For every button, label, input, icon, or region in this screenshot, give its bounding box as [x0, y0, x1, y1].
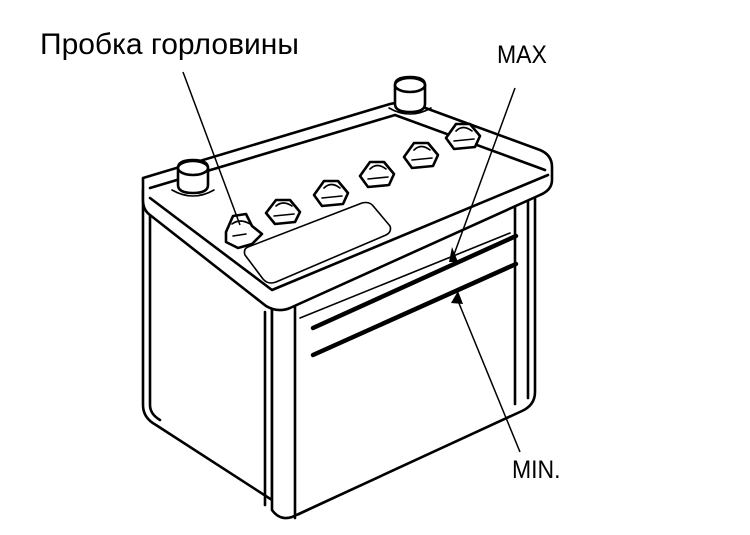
lid-rim	[148, 113, 547, 190]
lid-label-recess	[243, 201, 392, 284]
max-arrowhead	[449, 247, 458, 262]
terminal-right	[388, 75, 432, 115]
max-label: MAX	[497, 41, 547, 69]
filler-cap	[224, 212, 264, 250]
filler-cap-leader	[182, 71, 241, 226]
min-level-line	[310, 261, 519, 358]
max-leader	[451, 87, 516, 261]
front-panel-bottom	[297, 415, 511, 516]
min-label: MIN.	[512, 456, 561, 484]
case-left-rib	[148, 206, 162, 422]
terminal-left	[171, 158, 215, 197]
min-leader	[455, 295, 521, 453]
cell-cap-6	[444, 122, 482, 151]
battery-lid	[141, 101, 554, 312]
cell-cap-5	[402, 141, 440, 170]
front-panel-top	[299, 232, 511, 319]
cell-caps	[224, 122, 482, 250]
min-arrowhead	[451, 291, 463, 304]
cell-cap-4	[358, 160, 396, 189]
battery-case	[141, 188, 537, 520]
cell-cap-2	[264, 198, 302, 226]
battery-terminals	[171, 75, 432, 197]
lid-lower-rim	[148, 173, 550, 292]
cell-cap-3	[312, 179, 350, 208]
filler-cap-label: Пробка горловины	[40, 28, 299, 61]
max-level-line	[310, 233, 519, 331]
